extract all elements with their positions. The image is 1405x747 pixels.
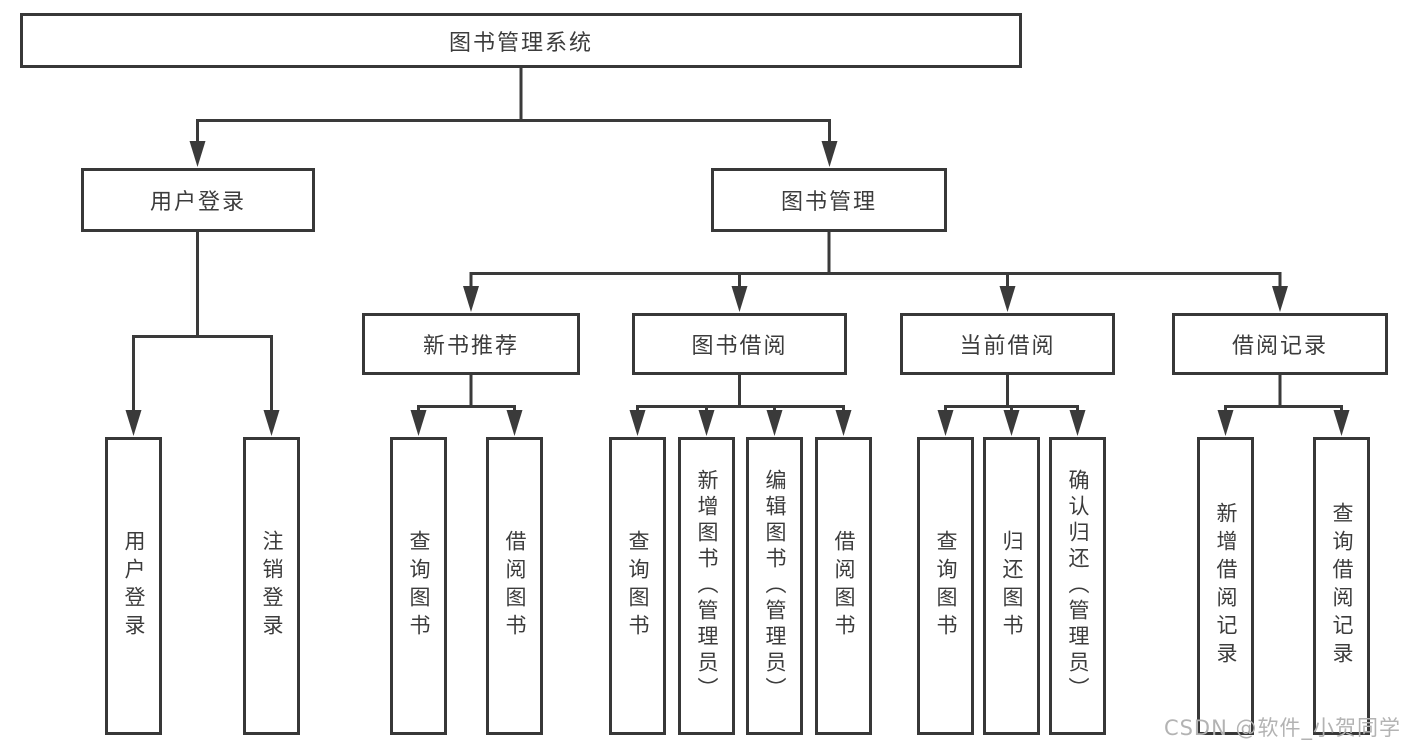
branch-node-user-login: 用户登录	[81, 168, 315, 232]
leaf-node-borrow-books: 借阅图书	[815, 437, 872, 735]
leaf-node-user-login: 用户登录	[105, 437, 162, 735]
leaf-node-label: 用户登录	[122, 530, 146, 642]
section-node-label: 图书借阅	[691, 334, 788, 359]
leaf-node-query-books: 查询图书	[917, 437, 974, 735]
root-node-library-system: 图书管理系统	[20, 13, 1022, 68]
section-node-book-borrow: 图书借阅	[632, 313, 847, 375]
leaf-node-label: 借阅图书	[832, 530, 856, 642]
leaf-node-label: 查询图书	[626, 530, 650, 642]
leaf-node-edit-book-admin: 编辑图书（管理员）	[746, 437, 803, 735]
leaf-node-label: 编辑图书（管理员）	[763, 469, 787, 703]
section-node-new-book-recommend: 新书推荐	[362, 313, 580, 375]
csdn-watermark: CSDN @软件_小贺同学	[1163, 716, 1401, 740]
section-node-label: 借阅记录	[1231, 334, 1328, 359]
branch-node-book-management: 图书管理	[711, 168, 947, 232]
root-node-label: 图书管理系统	[448, 30, 593, 56]
leaf-node-label: 查询借阅记录	[1330, 502, 1354, 670]
leaf-node-label: 归还图书	[1000, 530, 1024, 642]
arrowhead-icons	[125, 141, 1350, 436]
leaf-node-label: 新增借阅记录	[1214, 502, 1238, 670]
leaf-node-borrow-books: 借阅图书	[486, 437, 543, 735]
leaf-node-logout: 注销登录	[243, 437, 300, 735]
leaf-node-return-books: 归还图书	[983, 437, 1040, 735]
section-node-label: 当前借阅	[959, 334, 1056, 359]
branch-node-label: 用户登录	[149, 190, 246, 215]
leaf-node-label: 查询图书	[934, 530, 958, 642]
leaf-node-query-books: 查询图书	[609, 437, 666, 735]
leaf-node-label: 注销登录	[260, 530, 284, 642]
leaf-node-confirm-return-admin: 确认归还（管理员）	[1049, 437, 1106, 735]
section-node-current-borrow: 当前借阅	[900, 313, 1115, 375]
section-node-label: 新书推荐	[422, 334, 519, 359]
branch-node-label: 图书管理	[780, 190, 877, 215]
leaf-node-add-borrow-record: 新增借阅记录	[1197, 437, 1254, 735]
leaf-node-label: 确认归还（管理员）	[1066, 469, 1090, 703]
leaf-node-query-borrow-record: 查询借阅记录	[1313, 437, 1370, 735]
leaf-node-label: 借阅图书	[503, 530, 527, 642]
section-node-borrow-records: 借阅记录	[1172, 313, 1388, 375]
leaf-node-label: 新增图书（管理员）	[695, 469, 719, 703]
leaf-node-label: 查询图书	[407, 530, 431, 642]
leaf-node-query-books: 查询图书	[390, 437, 447, 735]
leaf-node-add-book-admin: 新增图书（管理员）	[678, 437, 735, 735]
